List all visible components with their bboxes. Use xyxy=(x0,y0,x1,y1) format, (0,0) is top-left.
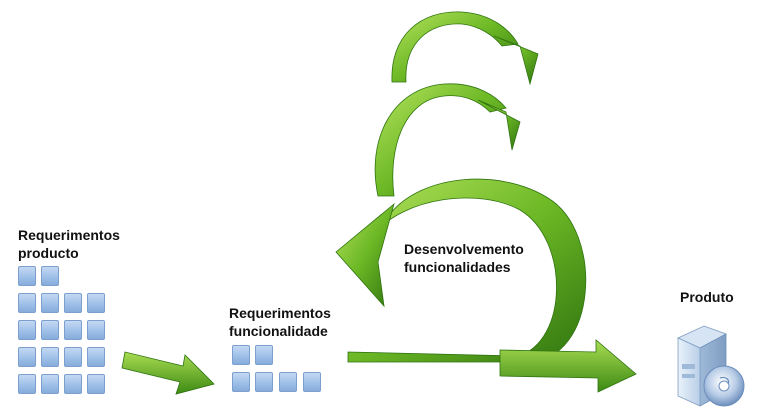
backlog-block xyxy=(87,293,105,313)
sprint-block xyxy=(232,345,250,365)
output-arrow xyxy=(499,339,637,393)
feature-requirements-line1: Requerimentos xyxy=(229,305,331,321)
daily-loop-arrowhead xyxy=(477,99,521,151)
backlog-block xyxy=(64,374,82,394)
backlog-block xyxy=(41,293,59,313)
product-requirements-line1: Requerimentos xyxy=(18,227,120,243)
feature-requirements-label: Requerimentos funcionalidade xyxy=(229,304,331,340)
top-loop-arrowhead xyxy=(493,35,539,86)
backlog-block xyxy=(41,266,59,286)
backlog-block xyxy=(87,320,105,340)
backlog-block xyxy=(18,347,36,367)
product-requirements-label: Requerimentos producto xyxy=(18,226,120,262)
backlog-block xyxy=(41,320,59,340)
backlog-block xyxy=(64,320,82,340)
backlog-block xyxy=(41,347,59,367)
product-label: Produto xyxy=(680,289,734,305)
backlog-block xyxy=(18,266,36,286)
sprint-block xyxy=(255,345,273,365)
backlog-block xyxy=(41,374,59,394)
backlog-block xyxy=(64,347,82,367)
loop-arrowhead xyxy=(335,202,395,308)
backlog-block xyxy=(18,293,36,313)
development-label: Desenvolvemento funcionalidades xyxy=(404,240,524,276)
sprint-block xyxy=(279,372,297,392)
backlog-block xyxy=(87,374,105,394)
product-requirements-line2: producto xyxy=(18,245,79,261)
backlog-to-sprint-arrow xyxy=(121,351,215,395)
daily-loop xyxy=(374,83,507,197)
sprint-block xyxy=(303,372,321,392)
top-loop xyxy=(391,11,519,83)
feature-requirements-line2: funcionalidade xyxy=(229,323,328,339)
backlog-block xyxy=(64,293,82,313)
sprint-block xyxy=(232,372,250,392)
sprint-block xyxy=(255,372,273,392)
backlog-block xyxy=(18,374,36,394)
backlog-block xyxy=(87,347,105,367)
backlog-block xyxy=(18,320,36,340)
development-line2: funcionalidades xyxy=(404,259,511,275)
development-line1: Desenvolvemento xyxy=(404,241,524,257)
software-box-with-cd-icon xyxy=(677,325,745,407)
